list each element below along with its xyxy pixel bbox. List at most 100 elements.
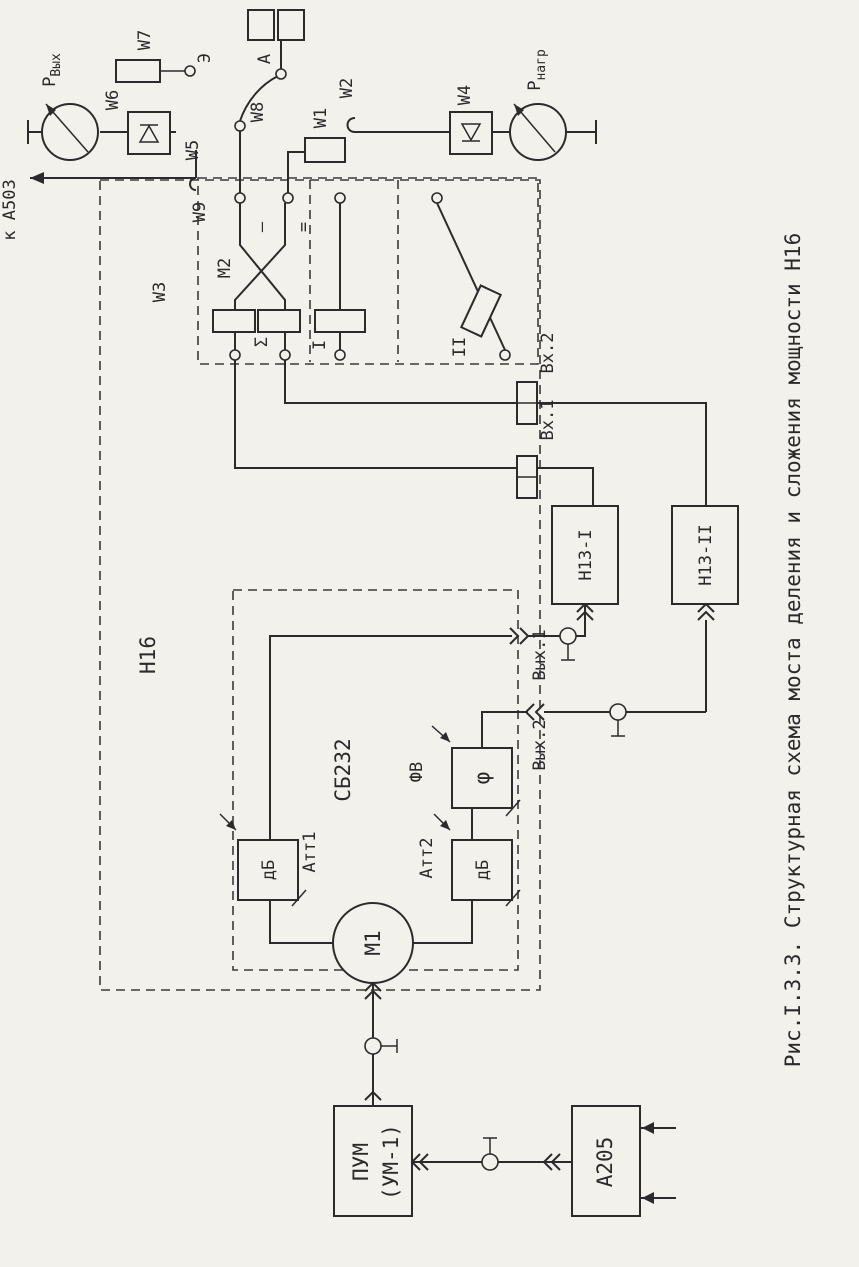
m2-dash-1-label: —	[252, 221, 272, 232]
pum-a205-connector-icon	[410, 1153, 421, 1171]
phase-arrowhead-icon	[440, 732, 450, 742]
w9-label: W9	[190, 202, 210, 222]
w4-detector-block	[449, 111, 493, 155]
att2-block	[451, 839, 513, 901]
m2-pin-ii-top	[431, 192, 443, 204]
wire-m1-att1	[269, 900, 333, 944]
w4-label: W4	[455, 85, 475, 105]
out1-connector-icon-2	[519, 627, 530, 645]
out2-connector-icon-2	[534, 703, 545, 721]
top-connector-block-2	[277, 9, 305, 41]
w8-contact-pin	[234, 120, 246, 132]
a503-arrowhead-icon	[30, 172, 44, 184]
sb232-label: СБ232	[331, 738, 355, 801]
w1-label: W1	[311, 108, 331, 128]
w6-detector-block	[127, 111, 171, 155]
w7-terminator	[115, 59, 161, 83]
a205-label: А205	[593, 1137, 617, 1188]
w3-label: W3	[150, 282, 170, 302]
att2-db-label: дБ	[473, 860, 493, 880]
n13-2-connector-icon-2	[697, 610, 715, 621]
m2-label: М2	[215, 258, 235, 278]
a503-label: к А503	[0, 179, 20, 240]
m2-pin-ii	[499, 349, 511, 361]
w6-label: W6	[103, 90, 123, 110]
att2-tick	[505, 889, 521, 907]
p-out-arrow-icon	[46, 104, 56, 116]
wire-att1-out1	[269, 635, 512, 840]
w5-label: W5	[183, 140, 203, 160]
a205-input-1-arrow-icon	[642, 1122, 654, 1134]
a205-connector-icon-2	[550, 1153, 561, 1171]
n13-1-block	[551, 505, 619, 605]
m2-pin-top-left	[234, 192, 246, 204]
phase-shifter-block	[451, 747, 513, 809]
wire-out1-n13-1	[576, 604, 586, 637]
out2-connector-icon	[524, 703, 535, 721]
m2-pin-i-top	[334, 192, 346, 204]
m1-pum-ferrite	[364, 1037, 382, 1055]
enclosure-m2-switch	[197, 177, 539, 365]
p-out-subscript: Вых	[49, 53, 64, 77]
position-ii-label: II	[450, 337, 470, 357]
um1-label: (УМ-1)	[379, 1124, 403, 1200]
p-out-symbol: P	[40, 77, 60, 87]
out2-label: Вых.2	[530, 719, 550, 770]
att1-arrowhead-icon	[226, 820, 236, 830]
sigma-label: Σ	[252, 337, 272, 347]
p-load-subscript: нагр	[534, 49, 549, 80]
n13-1-connector-icon-2	[576, 610, 594, 621]
w2-label: W2	[337, 78, 357, 98]
enclosure-sb232	[232, 589, 519, 971]
out1-label: Вых.1	[530, 629, 550, 680]
w1-terminator	[304, 137, 346, 163]
phase-tick	[505, 799, 521, 817]
n16-label: Н16	[136, 636, 160, 674]
phase-symbol: φ	[470, 772, 494, 785]
position-i-label: I	[310, 340, 330, 350]
m2-dash-2-label: =	[294, 222, 314, 232]
w2-hook	[346, 117, 356, 133]
cable-out1-ferrite	[559, 627, 577, 645]
wire-n13-2-in2	[284, 358, 707, 506]
a-label: A	[255, 54, 275, 64]
m2-bar-ii	[459, 284, 503, 338]
wire-phase-out2	[481, 711, 528, 748]
m2-pin-top-right	[282, 192, 294, 204]
att1-label: Атт1	[300, 832, 320, 873]
pum-a205-connector-icon-2	[418, 1153, 429, 1171]
m1-label: М1	[361, 930, 385, 955]
in2-label: Вх.2	[538, 333, 558, 374]
m1-connector-icon-2	[364, 989, 382, 1000]
att1-db-label: дБ	[259, 860, 279, 880]
m2-bar-i	[314, 309, 366, 333]
cable-out2-ferrite	[609, 703, 627, 721]
p-out-label: PВых	[40, 53, 64, 87]
a205-connector-icon	[542, 1153, 553, 1171]
pum-block	[333, 1105, 413, 1217]
in1-label: Вх.1	[538, 400, 558, 441]
att2-label: Атт2	[417, 838, 437, 879]
m2-bar-sigma-2	[257, 309, 301, 333]
m2-pin-i	[334, 349, 346, 361]
m2-position-ii-line	[436, 202, 506, 351]
p-load-arrow-icon	[514, 104, 524, 116]
phase-label: ФВ	[407, 762, 427, 782]
w7-label: W7	[135, 30, 155, 50]
att1-tick	[291, 889, 307, 907]
a205-block	[571, 1105, 641, 1217]
a-contact-pin	[275, 68, 287, 80]
e-label: Э	[195, 53, 215, 63]
n13-1-label: Н13-I	[576, 529, 596, 580]
top-connector-block	[247, 9, 275, 41]
m1-connector-icon	[364, 981, 382, 992]
wire-m1-att2	[413, 900, 473, 944]
w8-label: W8	[248, 102, 268, 122]
att2-arrowhead-icon	[440, 820, 450, 830]
m2-pin-in2	[279, 349, 291, 361]
w4-diode-icon	[460, 123, 482, 142]
pum-connector-icon	[364, 1090, 382, 1101]
p-load-label: Pнагр	[525, 49, 549, 91]
